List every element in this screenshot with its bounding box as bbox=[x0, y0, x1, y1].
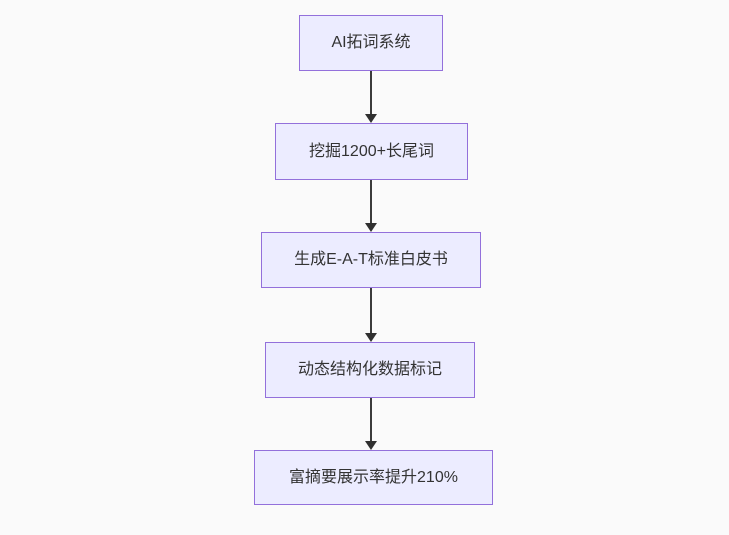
flow-node-structured-data-markup: 动态结构化数据标记 bbox=[265, 342, 475, 398]
flow-node-label: 生成E-A-T标准白皮书 bbox=[294, 251, 448, 269]
flow-arrow-down bbox=[365, 288, 377, 342]
flow-node-label: 挖掘1200+长尾词 bbox=[309, 142, 434, 160]
arrowhead-down-icon bbox=[365, 333, 377, 342]
flow-node-longtail-keywords: 挖掘1200+长尾词 bbox=[275, 123, 468, 180]
arrow-shaft bbox=[370, 71, 372, 114]
flow-node-rich-snippet-rate: 富摘要展示率提升210% bbox=[254, 450, 493, 505]
flow-node-ai-word-expansion-system: AI拓词系统 bbox=[299, 15, 443, 71]
flow-arrow-down bbox=[365, 71, 377, 123]
arrowhead-down-icon bbox=[365, 223, 377, 232]
arrow-shaft bbox=[370, 398, 372, 441]
flow-arrow-down bbox=[365, 180, 377, 232]
flow-node-label: 富摘要展示率提升210% bbox=[289, 468, 458, 486]
flow-arrow-down bbox=[365, 398, 377, 450]
arrowhead-down-icon bbox=[365, 441, 377, 450]
flow-node-eat-whitepaper: 生成E-A-T标准白皮书 bbox=[261, 232, 481, 288]
arrowhead-down-icon bbox=[365, 114, 377, 123]
flow-node-label: 动态结构化数据标记 bbox=[297, 361, 442, 379]
flow-node-label: AI拓词系统 bbox=[331, 34, 411, 52]
arrow-shaft bbox=[370, 288, 372, 333]
arrow-shaft bbox=[370, 180, 372, 223]
